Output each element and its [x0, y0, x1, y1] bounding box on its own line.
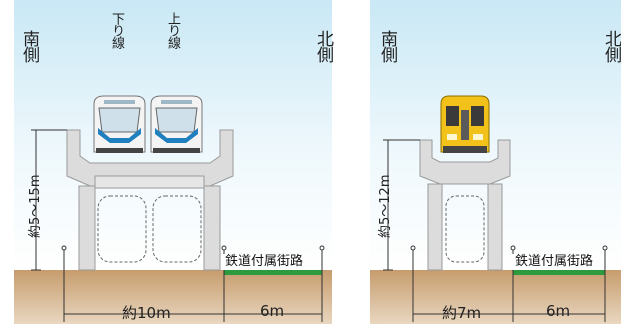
dashed-opening [152, 195, 202, 263]
cross-section-double-track: 南側 北側 下り線 上り線 約5～15m 約10m 6m 鉄道付属街路 [14, 0, 333, 324]
railway-access-road-label: 鉄道付属街路 [222, 254, 307, 270]
south-side-label: 南側 [377, 30, 397, 62]
dashed-opening [97, 195, 147, 263]
width-dimension [61, 245, 325, 322]
double-track-drawing [14, 0, 332, 324]
viaduct-structure [419, 139, 511, 271]
road-stripe [224, 270, 322, 275]
height-label: 約5～12m [378, 174, 393, 238]
south-side-label: 南側 [19, 30, 39, 62]
viaduct-structure [66, 129, 234, 271]
cross-section-single-track: 南側 北側 約5～12m 約7m 6m 鉄道付属街路 [370, 0, 621, 324]
ground [14, 270, 332, 324]
road-width-label: 6m [260, 302, 285, 320]
north-side-label: 北側 [601, 30, 621, 62]
single-track-drawing [370, 0, 621, 324]
train-down-line [93, 95, 146, 153]
up-line-label: 上り線 [165, 12, 180, 48]
height-dimension [383, 139, 420, 271]
height-label: 約5～15m [28, 174, 43, 238]
road-width-label: 6m [546, 302, 571, 320]
north-side-label: 北側 [313, 30, 333, 62]
train-up-line [150, 95, 203, 153]
down-line-label: 下り線 [109, 12, 124, 48]
structure-width-label: 約7m [442, 304, 482, 322]
train-yellow [440, 95, 490, 153]
structure-width-label: 約10m [122, 304, 171, 322]
ground [370, 270, 621, 324]
railway-access-road-label: 鉄道付属街路 [512, 254, 597, 270]
dashed-opening [445, 195, 485, 263]
height-dimension [31, 129, 67, 271]
width-dimension [410, 245, 608, 322]
road-stripe [513, 270, 605, 275]
